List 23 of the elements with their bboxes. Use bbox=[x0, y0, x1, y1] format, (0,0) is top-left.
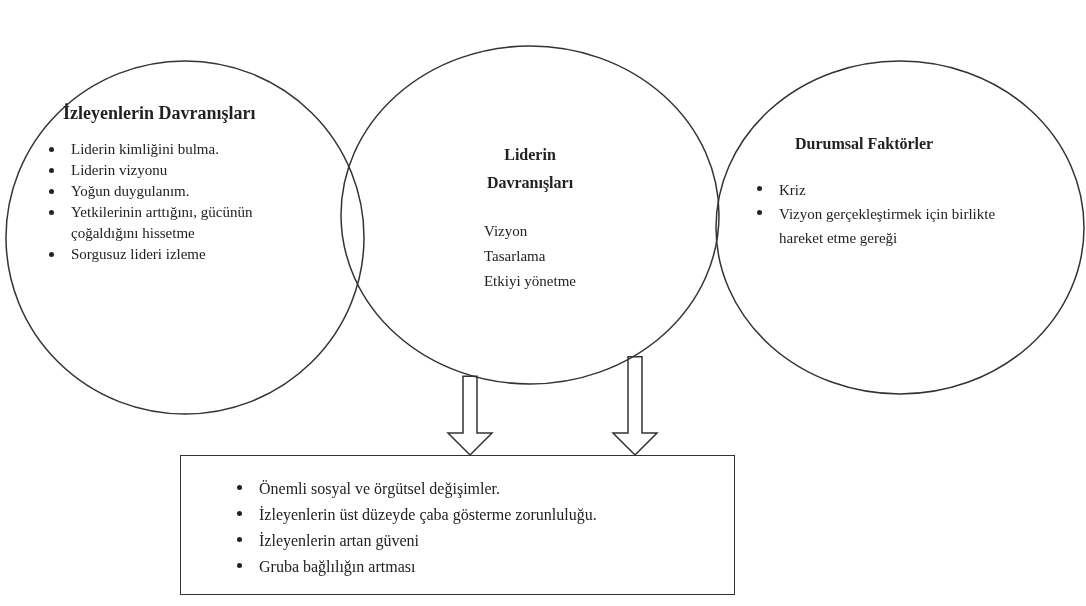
circle-node bbox=[715, 60, 1085, 395]
heading: Liderin Davranışları bbox=[485, 145, 575, 194]
circle-node bbox=[340, 45, 720, 385]
bullet-item: İzleyenlerin artan güveni bbox=[259, 531, 419, 552]
bullet-item: Önemli sosyal ve örgütsel değişimler. bbox=[259, 479, 500, 500]
bullet-item: Liderin kimliğini bulma. bbox=[71, 140, 219, 159]
block-arrow bbox=[611, 355, 659, 457]
block-arrow bbox=[446, 375, 494, 457]
list-item: Vizyon bbox=[483, 222, 528, 241]
list-item: Etkiyi yönetme bbox=[483, 272, 577, 291]
bullet-item: Vizyon gerçekleştirmek için birlikte hareket etme gereği bbox=[779, 205, 997, 248]
process-box bbox=[180, 455, 735, 595]
bullet-item: Kriz bbox=[779, 181, 806, 200]
bullet-item: Yoğun duygulanım. bbox=[71, 182, 190, 201]
bullet-item: Yetkilerinin arttığını, gücünün çoğaldığını hissetme bbox=[71, 203, 254, 243]
heading: İzleyenlerin Davranışları bbox=[62, 102, 257, 125]
list-item: Tasarlama bbox=[483, 247, 546, 266]
bullet-item: İzleyenlerin üst düzeyde çaba gösterme zorunluluğu. bbox=[259, 505, 597, 526]
circle-node bbox=[5, 60, 365, 415]
bullet-item: Liderin vizyonu bbox=[71, 161, 168, 180]
heading: Durumsal Faktörler bbox=[794, 134, 935, 154]
bullet-item: Sorgusuz lideri izleme bbox=[71, 245, 206, 264]
bullet-item: Gruba bağlılığın artması bbox=[259, 557, 416, 578]
